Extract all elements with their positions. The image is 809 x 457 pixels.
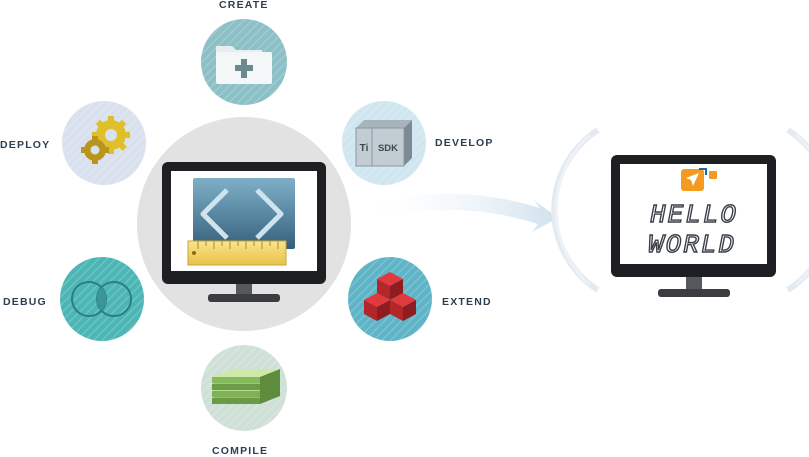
center-monitor (137, 117, 351, 331)
step-label-compile: COMPILE (212, 445, 269, 457)
flow-arrow (360, 194, 558, 232)
step-label-deploy: DEPLOY (0, 139, 51, 151)
create-step (201, 19, 287, 105)
gears-icon (81, 116, 130, 164)
code-ruler-icon (187, 178, 295, 266)
venn-circles-icon (71, 281, 132, 317)
develop-step: Ti SDK (342, 101, 426, 185)
step-label-create: CREATE (219, 0, 269, 11)
compile-step (201, 345, 287, 431)
folder-plus-icon (216, 46, 272, 84)
sdk-box-ti: Ti (360, 143, 369, 154)
sdk-box-icon: Ti SDK (355, 120, 412, 167)
step-label-extend: EXTEND (442, 296, 492, 308)
world-text: WORLD (648, 230, 736, 260)
titanium-logo-icon (681, 168, 717, 191)
step-label-debug: DEBUG (3, 296, 47, 308)
extend-step (348, 257, 432, 341)
debug-step (60, 257, 144, 341)
deploy-step (62, 101, 146, 185)
hello-text: HELLO (650, 200, 738, 230)
paper-stack-icon (212, 369, 280, 404)
result-monitor: HELLO WORLD (551, 127, 809, 297)
step-label-develop: DEVELOP (435, 137, 494, 149)
sdk-box-sdk: SDK (378, 143, 398, 154)
red-cubes-icon (364, 272, 416, 321)
